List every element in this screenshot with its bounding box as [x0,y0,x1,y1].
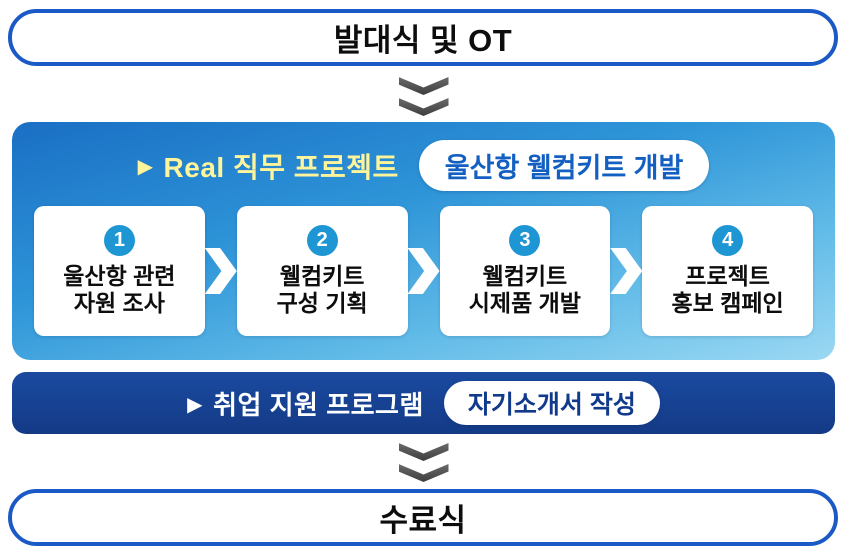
chevron-down-icon [398,77,449,95]
step-number-badge: 3 [509,224,541,256]
step-box-4: 4 프로젝트 홍보 캠페인 [642,206,813,336]
project-title: ▶ Real 직무 프로젝트 [138,146,399,186]
step-label-line2: 자원 조사 [73,290,165,316]
project-badge: 울산항 웰컴키트 개발 [418,140,710,191]
project-header: ▶ Real 직무 프로젝트 울산항 웰컴키트 개발 [12,140,835,191]
kickoff-banner-label: 발대식 및 OT [333,23,513,58]
step-label: 웰컴키트 구성 기획 [277,263,368,317]
employment-title: ▶ 취업 지원 프로그램 [187,385,424,422]
step-label: 웰컴키트 시제품 개발 [469,263,581,317]
kickoff-banner: 발대식 및 OT [8,9,838,66]
project-section: ▶ Real 직무 프로젝트 울산항 웰컴키트 개발 1 울산항 관련 자원 조… [12,122,835,360]
step-label-line2: 시제품 개발 [468,290,581,316]
completion-banner: 수료식 [8,489,838,546]
employment-badge: 자기소개서 작성 [443,381,660,425]
step-label-line1: 웰컴키트 [279,262,365,289]
step-label-line2: 구성 기획 [276,290,368,316]
employment-title-label: 취업 지원 프로그램 [213,389,424,420]
step-arrow-right-icon [204,248,237,294]
step-label-line1: 웰컴키트 [482,262,568,289]
step-label: 울산항 관련 자원 조사 [63,263,175,317]
down-arrow-bottom [398,443,449,482]
step-label-line2: 홍보 캠페인 [671,290,784,316]
chevron-down-icon [398,443,449,461]
step-box-3: 3 웰컴키트 시제품 개발 [439,206,611,336]
step-number-badge: 1 [103,224,135,256]
step-number-badge: 2 [306,224,338,256]
step-label-line1: 프로젝트 [685,262,770,289]
step-number-badge: 4 [712,224,744,256]
steps-row: 1 울산항 관련 자원 조사 2 웰컴키트 구성 기획 3 웰컴키트 [34,206,813,336]
project-title-label: Real 직무 프로젝트 [163,151,399,183]
step-label: 프로젝트 홍보 캠페인 [672,263,784,317]
step-box-1: 1 울산항 관련 자원 조사 [34,206,205,336]
employment-section: ▶ 취업 지원 프로그램 자기소개서 작성 [12,372,835,434]
chevron-down-icon [398,464,449,482]
step-label-line1: 울산항 관련 [63,262,176,289]
chevron-down-icon [398,98,449,116]
triangle-marker-icon: ▶ [137,156,154,178]
completion-banner-label: 수료식 [379,503,467,538]
step-arrow-right-icon [407,248,440,294]
step-arrow-right-icon [610,248,643,294]
step-box-2: 2 웰컴키트 구성 기획 [236,206,408,336]
down-arrow-top [398,77,449,116]
triangle-marker-icon: ▶ [187,393,204,416]
